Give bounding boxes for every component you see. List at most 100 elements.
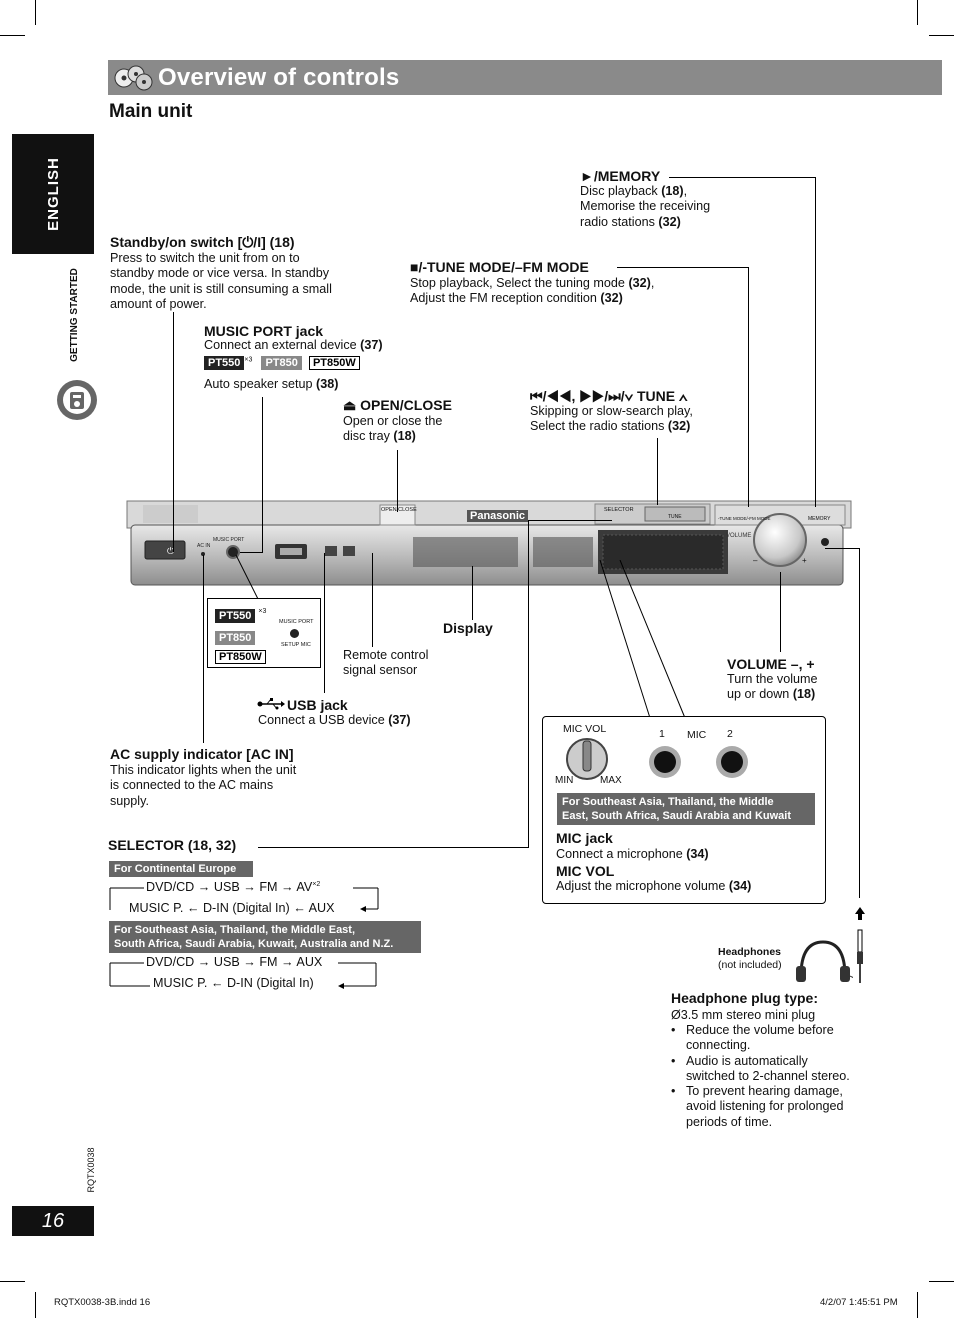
device-tune-label: TUNE bbox=[668, 514, 682, 520]
leader-line bbox=[669, 177, 815, 178]
headphones-icon bbox=[796, 940, 853, 982]
crop-mark bbox=[35, 1292, 36, 1318]
brand-logo: Panasonic bbox=[467, 510, 529, 522]
leader-line bbox=[528, 520, 612, 521]
device-memory-label: MEMORY bbox=[808, 516, 831, 522]
music-port-models: PT550×3 PT850 PT850W bbox=[204, 356, 360, 370]
volume-title: VOLUME –, + bbox=[727, 656, 815, 672]
stop-desc: Stop playback, Select the tuning mode (3… bbox=[410, 276, 655, 306]
crop-mark bbox=[929, 1281, 954, 1282]
leader-line bbox=[528, 520, 529, 848]
crop-mark bbox=[0, 1281, 25, 1282]
selector-title: SELECTOR (18, 32) bbox=[108, 837, 237, 853]
device-plus-label: + bbox=[802, 556, 807, 565]
mic-pointer-lines bbox=[599, 560, 686, 719]
crop-mark bbox=[917, 0, 918, 25]
europe-flow-arrows bbox=[109, 887, 379, 912]
device-music-port-label: MUSIC PORT bbox=[213, 537, 245, 543]
language-tab: ENGLISH bbox=[12, 134, 94, 254]
title-bar bbox=[108, 60, 942, 95]
device-tune-mode-label: -TUNE MODE/-FM MODE bbox=[718, 516, 771, 521]
mic-jack-1-label: 1 bbox=[659, 728, 665, 740]
usb-desc: Connect a USB device (37) bbox=[258, 713, 411, 727]
doc-code: RQTX0038 bbox=[84, 1140, 98, 1200]
usb-title: USB jack bbox=[287, 697, 348, 713]
power-icon: ⏻ bbox=[167, 546, 175, 556]
tune-title: ⏮/◀◀, ▶▶/⏭/∨ TUNE ∧ bbox=[530, 388, 688, 404]
leader-line bbox=[657, 438, 658, 505]
leader-line bbox=[617, 267, 748, 268]
standby-title: Standby/on switch [⏻/I] (18) bbox=[110, 234, 295, 250]
mic-vol-min: MIN bbox=[555, 775, 574, 786]
mic-jack-2-label: 2 bbox=[727, 728, 733, 740]
mic-jack-1-icon bbox=[649, 746, 681, 778]
mic-jack-2-icon bbox=[716, 746, 748, 778]
usb-icon bbox=[257, 698, 285, 710]
memory-title: ►/MEMORY bbox=[580, 168, 661, 184]
leader-line bbox=[324, 553, 325, 693]
mic-jack-desc: Connect a microphone (34) bbox=[556, 847, 709, 861]
leader-line bbox=[240, 552, 263, 553]
language-label: ENGLISH bbox=[44, 157, 62, 231]
sea-flow-line1: DVD/CD → USB → FM → AUX bbox=[146, 955, 323, 969]
inset-pointer bbox=[235, 555, 259, 600]
tune-desc: Skipping or slow-search play,Select the … bbox=[530, 404, 693, 434]
page-title: Overview of controls bbox=[158, 64, 400, 91]
leader-line bbox=[859, 548, 860, 898]
leader-line bbox=[262, 397, 263, 552]
memory-desc: Disc playback (18), Memorise the receivi… bbox=[580, 184, 711, 229]
open-close-title: ⏏ OPEN/CLOSE bbox=[343, 397, 452, 413]
main-unit-illustration bbox=[126, 500, 852, 586]
music-port-title: MUSIC PORT jack bbox=[204, 323, 324, 339]
discs-icon bbox=[114, 65, 153, 91]
sea-flow-arrows bbox=[109, 962, 377, 989]
mic-vol-knob-icon bbox=[566, 738, 608, 780]
device-volume-label: VOLUME bbox=[726, 533, 752, 539]
mic-vol-max: MAX bbox=[600, 775, 622, 786]
mic-panel: MIC VOL MIN MAX 1 MIC 2 For Southeast As… bbox=[542, 716, 826, 904]
sea-flow-line2: MUSIC P. ← D-IN (Digital In) bbox=[153, 976, 314, 990]
plug-spec: Ø3.5 mm stereo mini plug bbox=[671, 1008, 816, 1022]
leader-line bbox=[203, 555, 204, 743]
leader-line bbox=[372, 553, 373, 647]
stop-title: ■/-TUNE MODE/–FM MODE bbox=[410, 259, 589, 275]
leader-line bbox=[397, 450, 398, 512]
device-minus-label: – bbox=[753, 556, 758, 565]
mic-region-label: For Southeast Asia, Thailand, the Middle… bbox=[557, 793, 815, 825]
display-title: Display bbox=[443, 620, 493, 636]
music-port-desc: Connect an external device (37) bbox=[204, 338, 383, 352]
section-tab: GETTING STARTED bbox=[64, 260, 84, 370]
leader-line bbox=[825, 548, 859, 549]
plug-type-title: Headphone plug type: bbox=[671, 990, 818, 1006]
mic-vol-desc: Adjust the microphone volume (34) bbox=[556, 879, 752, 893]
crop-mark bbox=[0, 35, 25, 36]
headphones-label: Headphones bbox=[718, 946, 782, 958]
europe-region-label: For Continental Europe bbox=[109, 861, 253, 877]
setup-mic-jack-icon bbox=[290, 629, 299, 638]
device-selector-label: SELECTOR bbox=[604, 507, 634, 513]
leader-line bbox=[780, 572, 781, 652]
headphone-plug-icon bbox=[855, 907, 865, 983]
footer-timestamp: 4/2/07 1:45:51 PM bbox=[820, 1297, 898, 1308]
mic-label: MIC bbox=[687, 729, 707, 741]
leader-line bbox=[748, 267, 749, 507]
europe-flow-line2: MUSIC P. ← D-IN (Digital In) ← AUX bbox=[129, 901, 335, 915]
footer-file: RQTX0038-3B.indd 16 bbox=[54, 1297, 151, 1308]
leader-line bbox=[173, 312, 174, 552]
page-number: 16 bbox=[12, 1206, 94, 1236]
europe-flow-line1: DVD/CD → USB → FM → AV×2 bbox=[146, 880, 321, 894]
crop-mark bbox=[929, 35, 954, 36]
ac-supply-title: AC supply indicator [AC IN] bbox=[110, 746, 294, 762]
leader-line bbox=[258, 847, 528, 848]
mic-vol-label: MIC VOL bbox=[563, 723, 607, 735]
music-port-setup: Auto speaker setup (38) bbox=[204, 377, 339, 391]
music-port-inset: PT550×3 PT850 PT850W MUSIC PORT SETUP MI… bbox=[207, 598, 321, 668]
sea-region-label: For Southeast Asia, Thailand, the Middle… bbox=[109, 921, 421, 953]
crop-mark bbox=[917, 1292, 918, 1318]
leader-line bbox=[472, 566, 473, 620]
leader-line bbox=[815, 177, 816, 507]
doc-code-label: RQTX0038 bbox=[86, 1147, 96, 1193]
